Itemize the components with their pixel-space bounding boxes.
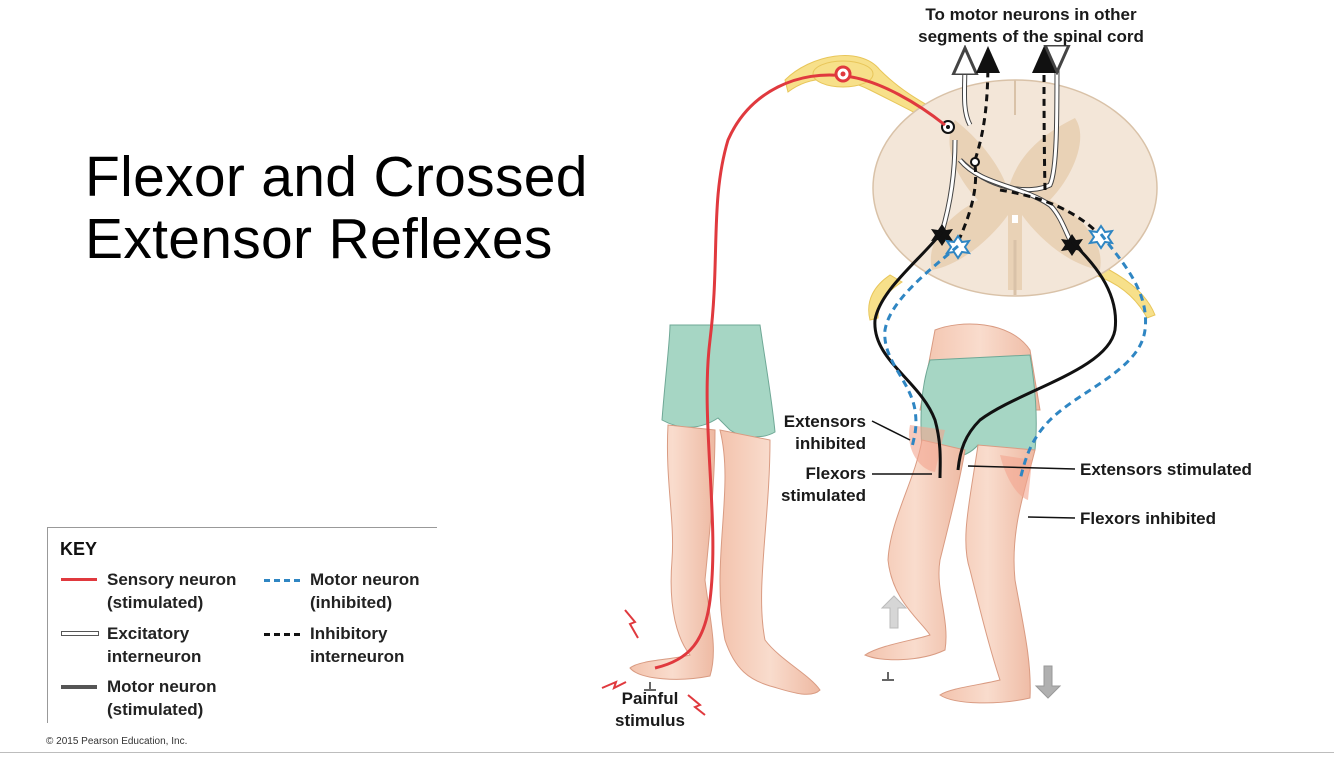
key-label: (stimulated) (107, 700, 204, 719)
lightning-bolt-icon (601, 680, 627, 690)
leader-flexors-inhibited (1027, 516, 1076, 519)
inhibitory-interneuron-up-2 (1032, 46, 1057, 191)
inhibitory-interneuron-right (999, 188, 1102, 237)
key-label: (inhibited) (310, 593, 393, 612)
top-label: To motor neurons in other segments of th… (871, 4, 1191, 48)
top-label-line-1: To motor neurons in other (925, 5, 1137, 24)
left-figure-leg-back (719, 429, 821, 695)
bottom-divider (0, 752, 1334, 753)
muscle-highlight-left (909, 425, 945, 472)
label-extensors-stimulated: Extensors stimulated (1080, 460, 1252, 479)
key-label: Motor neuron (107, 677, 217, 696)
key-label: Motor neuron (310, 570, 420, 589)
key-title: KEY (60, 539, 98, 559)
motor-neuron-stimulated-flexor (873, 231, 944, 479)
tack-icon (644, 682, 656, 691)
central-canal (1012, 215, 1018, 223)
key-label: Excitatory (107, 624, 190, 643)
title-line-1: Flexor and Crossed (85, 145, 588, 209)
label-line: stimulus (615, 711, 685, 730)
inhibitory-swatch (264, 633, 300, 636)
title-line-2: Extensor Reflexes (85, 207, 553, 271)
label-flexors-stimulated: Flexors stimulated (756, 463, 866, 507)
leader-extensors-stimulated (967, 465, 1076, 470)
motor-neuron-stimulated-extensor (956, 240, 1118, 471)
inhibitory-interneuron-up-1 (973, 46, 1000, 161)
right-figure-leg-left (863, 439, 966, 661)
sensory-line-swatch (61, 578, 97, 581)
label-line: Painful (621, 689, 679, 708)
label-extensors-inhibited: Extensors inhibited (756, 411, 866, 455)
up-arrow-icon (880, 595, 908, 629)
reflex-illustration (601, 0, 1158, 716)
muscle-highlight-right (1000, 455, 1032, 500)
left-figure-leg-front (629, 424, 716, 680)
legend-key: KEY Sensory neuron (stimulated) Motor ne… (47, 527, 437, 723)
label-line: Flexors (805, 464, 866, 483)
tack-icon (882, 672, 894, 681)
leader-extensors-inhibited (871, 420, 911, 441)
inhibitory-interneuron-left (956, 164, 978, 243)
right-figure-leg-right (939, 444, 1036, 704)
label-flexors-inhibited: Flexors inhibited (1080, 509, 1217, 528)
motor-neuron-soma-right-stim (1061, 234, 1083, 256)
key-label: interneuron (310, 647, 405, 666)
motor-neuron-soma-right-inhib (1087, 224, 1115, 250)
left-leg-figure (629, 324, 821, 695)
left-figure-shorts (661, 324, 776, 438)
copyright-text: © 2015 Pearson Education, Inc. (46, 736, 188, 747)
key-label: Inhibitory (310, 624, 388, 643)
label-line: stimulated (780, 486, 866, 505)
motor-neuron-inhibited-extensor (883, 244, 959, 449)
lightning-bolt-icon (687, 694, 706, 716)
interneuron-soma (970, 157, 980, 167)
slide-title: Flexor and Crossed Extensor Reflexes (85, 146, 588, 270)
lightning-bolt-icon (624, 609, 639, 639)
motor-neuron-soma-left-stim (931, 224, 953, 246)
down-arrow-icon (1034, 665, 1062, 699)
key-label: interneuron (107, 647, 202, 666)
label-painful-stimulus: Painful stimulus (600, 688, 700, 732)
reflex-diagram: To motor neurons in other segments of th… (560, 0, 1334, 750)
top-label-line-2: segments of the spinal cord (918, 27, 1144, 46)
label-line: inhibited (795, 434, 866, 453)
motor-neuron-inhibited-flexor (1018, 233, 1148, 481)
key-label: Sensory neuron (107, 570, 237, 589)
key-label: (stimulated) (107, 593, 204, 612)
motor-inhibited-swatch (264, 579, 300, 582)
motor-stimulated-swatch (61, 685, 97, 689)
excitatory-swatch (61, 631, 99, 636)
right-leg-figure (863, 323, 1041, 704)
ventral-root-right (1094, 264, 1156, 319)
label-line: Extensors (783, 412, 866, 431)
